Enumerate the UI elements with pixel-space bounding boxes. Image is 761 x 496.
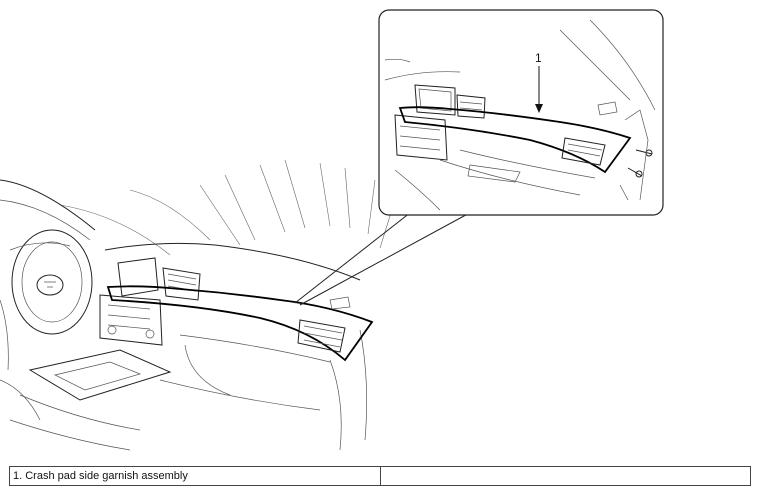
dashboard-garnish-illustration: 1 bbox=[0, 9, 664, 451]
legend-table: 1. Crash pad side garnish assembly bbox=[9, 466, 751, 486]
bolt-icon bbox=[627, 167, 643, 178]
garnish-outline-detail bbox=[398, 106, 632, 174]
callout-arrowhead bbox=[535, 104, 543, 113]
garnish-outline-main bbox=[106, 285, 374, 362]
car-interior-overview bbox=[0, 179, 374, 451]
burst-lines bbox=[59, 159, 396, 256]
detail-zoom-box: 1 bbox=[378, 9, 664, 216]
zoom-leader-lines bbox=[294, 204, 476, 306]
callout-number: 1 bbox=[535, 51, 542, 65]
steering-wheel bbox=[11, 229, 93, 335]
legend-item-extra bbox=[380, 466, 751, 486]
legend-item-label: 1. Crash pad side garnish assembly bbox=[9, 466, 381, 486]
legend-row: 1. Crash pad side garnish assembly bbox=[9, 466, 751, 486]
